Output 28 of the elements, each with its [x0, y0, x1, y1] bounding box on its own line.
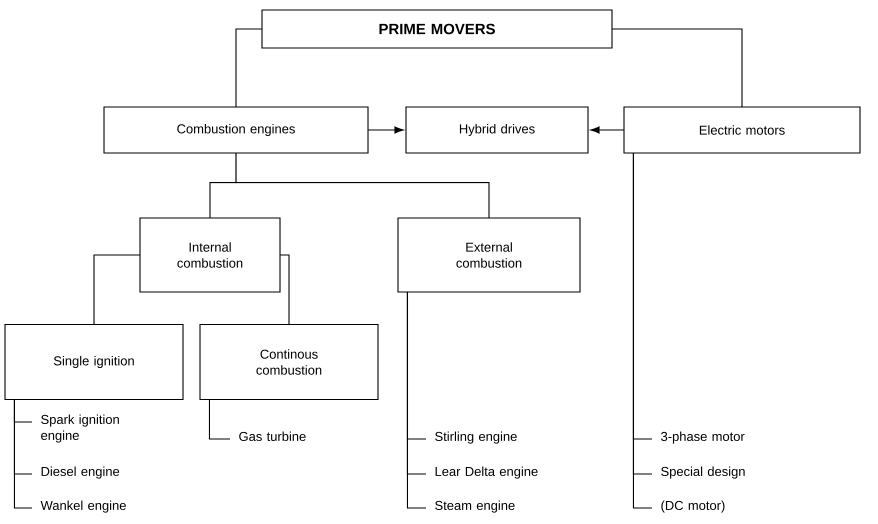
connector-line: [93, 254, 140, 324]
item-text: Spark ignition engine: [41, 414, 119, 443]
connector-line: [280, 254, 290, 324]
title-box: PRIME MOVERS: [261, 9, 613, 49]
item-text: Steam engine: [435, 500, 515, 513]
item-text: (DC motor): [661, 500, 724, 513]
connector-line: [235, 154, 490, 218]
category-box: Internal combustion: [139, 217, 281, 293]
arrow: [368, 126, 404, 134]
item-text: Lear Delta engine: [436, 466, 538, 479]
connector-line: [235, 28, 262, 106]
category-box: Continous combustion: [199, 324, 379, 400]
item-text: Stirling engine: [435, 432, 517, 444]
arrow: [590, 126, 624, 134]
connector-line: [406, 292, 426, 509]
item-text: Wankel engine: [40, 500, 126, 513]
category-box: External combustion: [397, 217, 581, 293]
item-text: 3-phase motor: [661, 432, 745, 444]
item-text: Gas turbine: [239, 432, 306, 442]
item-text: Special design: [661, 466, 745, 479]
category-box: Hybrid drives: [405, 106, 589, 154]
category-box: Single ignition: [4, 324, 184, 400]
item-text: Diesel engine: [42, 466, 120, 479]
connector-line: [208, 400, 230, 440]
connector-line: [612, 28, 743, 106]
category-box: Combustion engines: [103, 106, 369, 154]
connector-line: [14, 400, 32, 509]
category-box: Electric motors: [623, 106, 861, 154]
